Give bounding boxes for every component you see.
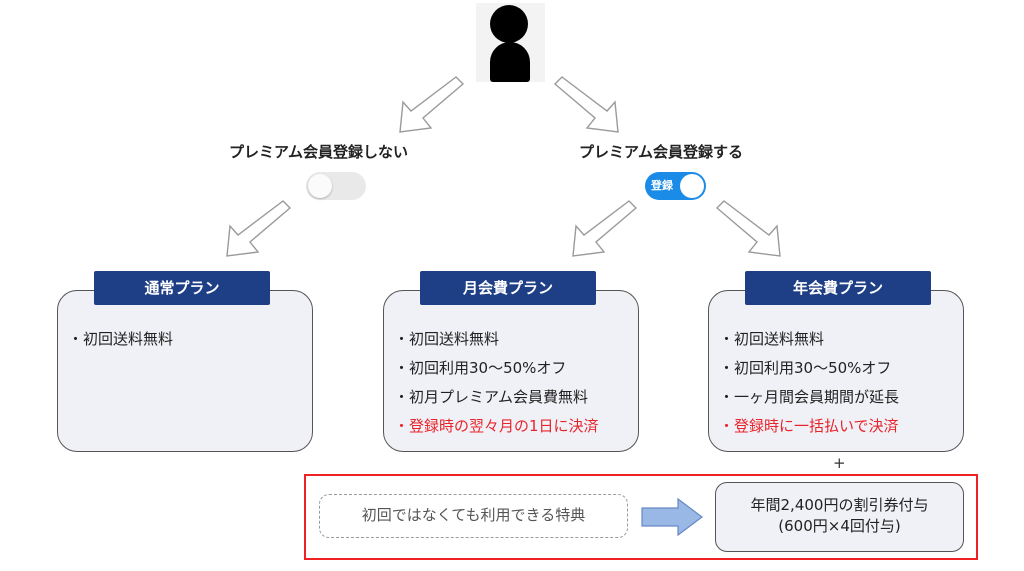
arrow-down-left-icon [226,200,292,257]
bonus-highlight-frame [304,474,978,560]
branch-no-label: プレミアム会員登録しない [229,143,408,161]
bonus-coupon-box: 年間2,400円の割引券付与 (600円×4回付与) [715,482,964,552]
plan-item-billing: ・登録時に一括払いで決済 [719,417,899,435]
plan-card-annual: ・初回送料無料 ・初回利用30～50%オフ ・一ヶ月間会員期間が延長 ・登録時に… [708,290,964,452]
plan-card-normal: ・初回送料無料 [57,290,313,452]
plan-item: ・一ヶ月間会員期間が延長 [719,388,900,406]
arrow-down-left-icon [399,76,465,133]
plan-title-annual: 年会費プラン [745,271,931,305]
arrow-down-right-icon [553,76,619,133]
bonus-line-1: 年間2,400円の割引券付与 [750,496,929,514]
plan-item-billing: ・登録時の翌々月の1日に決済 [394,417,599,435]
premium-toggle-off[interactable] [306,172,366,200]
plus-sign: + [833,454,846,472]
toggle-knob [308,174,332,198]
arrow-right-icon [641,497,703,537]
bonus-condition-box: 初回ではなくても利用できる特典 [319,494,628,538]
user-body-icon [490,42,530,82]
plan-title-monthly: 月会費プラン [420,271,596,305]
plan-item: ・初回送料無料 [68,330,174,348]
plan-title-normal: 通常プラン [94,271,270,305]
plan-card-monthly: ・初回送料無料 ・初回利用30～50%オフ ・初月プレミアム会員費無料 ・登録時… [383,290,639,452]
plan-item: ・初回利用30～50%オフ [394,359,567,377]
bonus-line-2: (600円×4回付与) [778,517,901,535]
arrow-down-left-icon [572,200,638,257]
toggle-knob [680,174,704,198]
premium-toggle-on[interactable]: 登録 [645,172,706,200]
user-head-icon [490,5,528,43]
branch-yes-label: プレミアム会員登録する [579,143,743,161]
plan-item: ・初回送料無料 [719,330,825,348]
plan-item: ・初回送料無料 [394,330,500,348]
plan-item: ・初回利用30～50%オフ [719,359,892,377]
arrow-down-right-icon [715,200,781,257]
toggle-label: 登録 [651,179,673,192]
plan-item: ・初月プレミアム会員費無料 [394,388,588,406]
